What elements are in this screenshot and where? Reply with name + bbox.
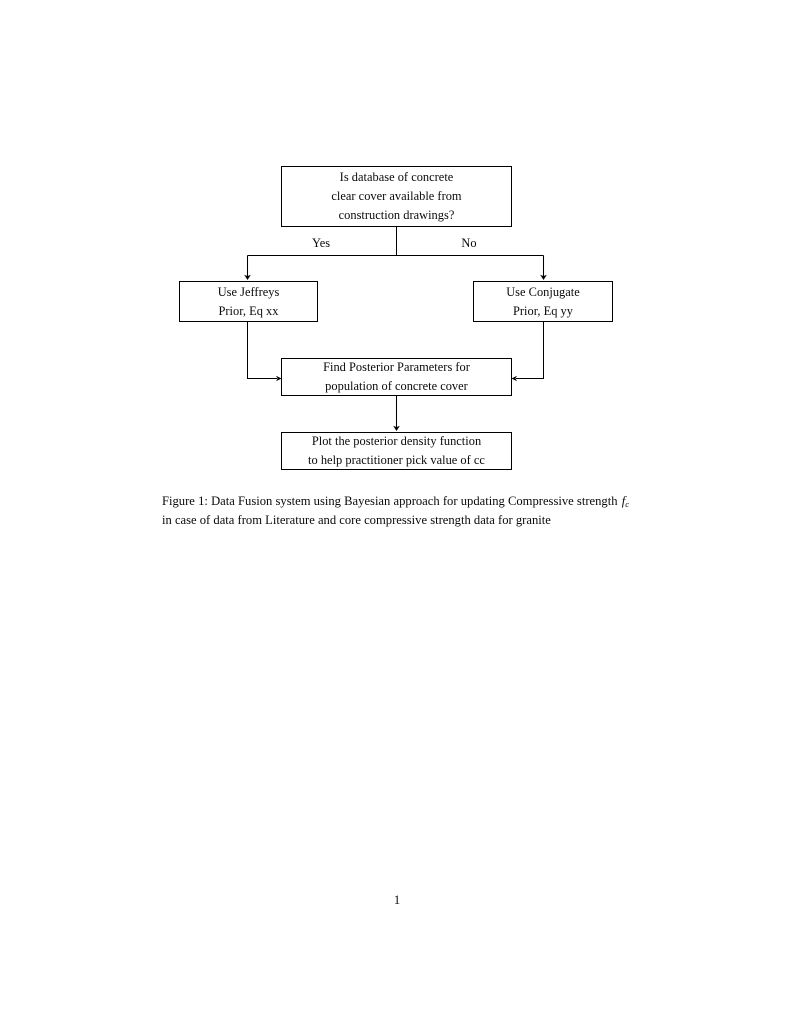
- flow-node-conjugate-prior: Use Conjugate Prior, Eq yy: [473, 281, 613, 322]
- caption-math-fc: fc: [621, 494, 630, 509]
- arrowhead-left-into-posterior: [276, 375, 282, 382]
- node-plot-line-1: Plot the posterior density function: [311, 434, 482, 449]
- arrowhead-right-into-posterior: [511, 375, 517, 382]
- node-jeffreys-line-2: Prior, Eq xx: [218, 303, 279, 318]
- node-question-line-2: clear cover available from: [331, 189, 462, 204]
- figure-flowchart: Is database of concrete clear cover avai…: [0, 0, 794, 490]
- flow-node-plot-density: Plot the posterior density function to h…: [281, 432, 512, 470]
- caption-text-before-math: Data Fusion system using Bayesian approa…: [207, 494, 621, 508]
- node-posterior-line-1: Find Posterior Parameters for: [323, 360, 470, 375]
- node-plot-line-2: to help practitioner pick value of cc: [308, 453, 485, 467]
- node-question-line-3: construction drawings?: [338, 207, 455, 222]
- caption-math-subscript: c: [625, 498, 629, 509]
- edge-label-yes: Yes: [311, 236, 331, 250]
- node-posterior-line-2: population of concrete cover: [325, 379, 468, 393]
- edge-conjugate-to-posterior: [516, 322, 545, 380]
- figure-caption: Figure 1: Data Fusion system using Bayes…: [162, 492, 630, 530]
- flowchart-connectors: [244, 227, 547, 431]
- node-conjugate-line-2: Prior, Eq yy: [513, 303, 573, 318]
- edge-jeffreys-to-posterior: [246, 322, 277, 380]
- edge-label-no: No: [461, 236, 477, 250]
- caption-math-base: f: [621, 494, 626, 508]
- page-number: 1: [393, 893, 401, 907]
- node-jeffreys-line-1: Use Jeffreys: [217, 284, 280, 299]
- node-conjugate-line-1: Use Conjugate: [506, 284, 580, 299]
- node-question-line-1: Is database of concrete: [339, 170, 454, 185]
- flow-node-question: Is database of concrete clear cover avai…: [281, 166, 512, 227]
- caption-label: Figure 1:: [162, 494, 208, 508]
- caption-text-after-math: in case of data from Literature and core…: [162, 513, 551, 528]
- flow-node-jeffreys-prior: Use Jeffreys Prior, Eq xx: [179, 281, 318, 322]
- flow-node-posterior-parameters: Find Posterior Parameters for population…: [281, 358, 512, 396]
